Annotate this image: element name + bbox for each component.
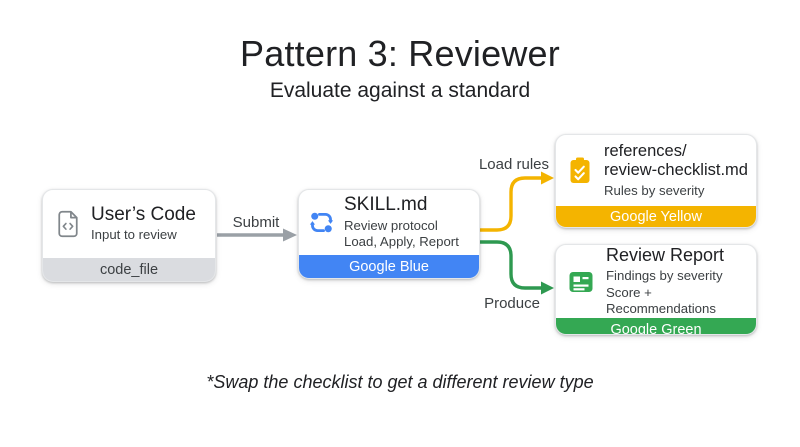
produce-arrow-label: Produce <box>484 295 540 312</box>
report-document-icon <box>567 269 595 295</box>
node-review-checklist-body: references/ review-checklist.md Rules by… <box>556 135 756 206</box>
node-title: Review Report <box>606 245 725 265</box>
code-file-icon <box>56 210 80 238</box>
node-line2: Load, Apply, Report <box>344 234 459 250</box>
node-users-code-body: User’s Code Input to review <box>43 190 215 258</box>
page-subtitle: Evaluate against a standard <box>269 79 531 102</box>
node-review-checklist-text: references/ review-checklist.md Rules by… <box>604 142 748 200</box>
page-title: Pattern 3: Reviewer <box>240 33 560 74</box>
submit-arrow-label: Submit <box>232 214 280 231</box>
node-subtitle: Rules by severity <box>604 182 705 198</box>
node-users-code-text: User’s Code Input to review <box>91 204 196 245</box>
node-review-checklist-footer: Google Yellow <box>556 206 756 227</box>
node-users-code-footer: code_file <box>43 258 215 281</box>
node-line1: Review protocol <box>344 217 438 233</box>
footnote: *Swap the checklist to get a different r… <box>206 372 594 392</box>
node-review-checklist: references/ review-checklist.md Rules by… <box>555 134 757 228</box>
node-skill-md: SKILL.md Review protocol Load, Apply, Re… <box>298 189 480 279</box>
checklist-clipboard-icon <box>567 156 593 185</box>
iterate-cycle-icon <box>308 209 335 236</box>
node-skill-md-body: SKILL.md Review protocol Load, Apply, Re… <box>299 190 479 255</box>
node-title: SKILL.md <box>344 193 428 215</box>
node-review-report-text: Review Report Findings by severity Score… <box>606 245 756 318</box>
node-title: User’s Code <box>91 203 196 225</box>
node-review-report-footer: Google Green <box>556 318 756 334</box>
node-review-report: Review Report Findings by severity Score… <box>555 244 757 335</box>
node-users-code: User’s Code Input to review code_file <box>42 189 216 282</box>
node-subtitle: Input to review <box>91 227 177 243</box>
node-review-report-body: Review Report Findings by severity Score… <box>556 245 756 318</box>
load-rules-arrow-label: Load rules <box>478 156 550 173</box>
node-line1: Findings by severity <box>606 267 723 283</box>
node-title-line1: references/ <box>604 141 687 160</box>
produce-arrow <box>476 240 554 295</box>
load-rules-arrow <box>476 171 554 232</box>
node-title-line2: review-checklist.md <box>604 161 748 180</box>
node-skill-md-text: SKILL.md Review protocol Load, Apply, Re… <box>344 194 459 252</box>
node-line2: Score + Recommendations <box>606 284 716 317</box>
node-skill-md-footer: Google Blue <box>299 255 479 278</box>
